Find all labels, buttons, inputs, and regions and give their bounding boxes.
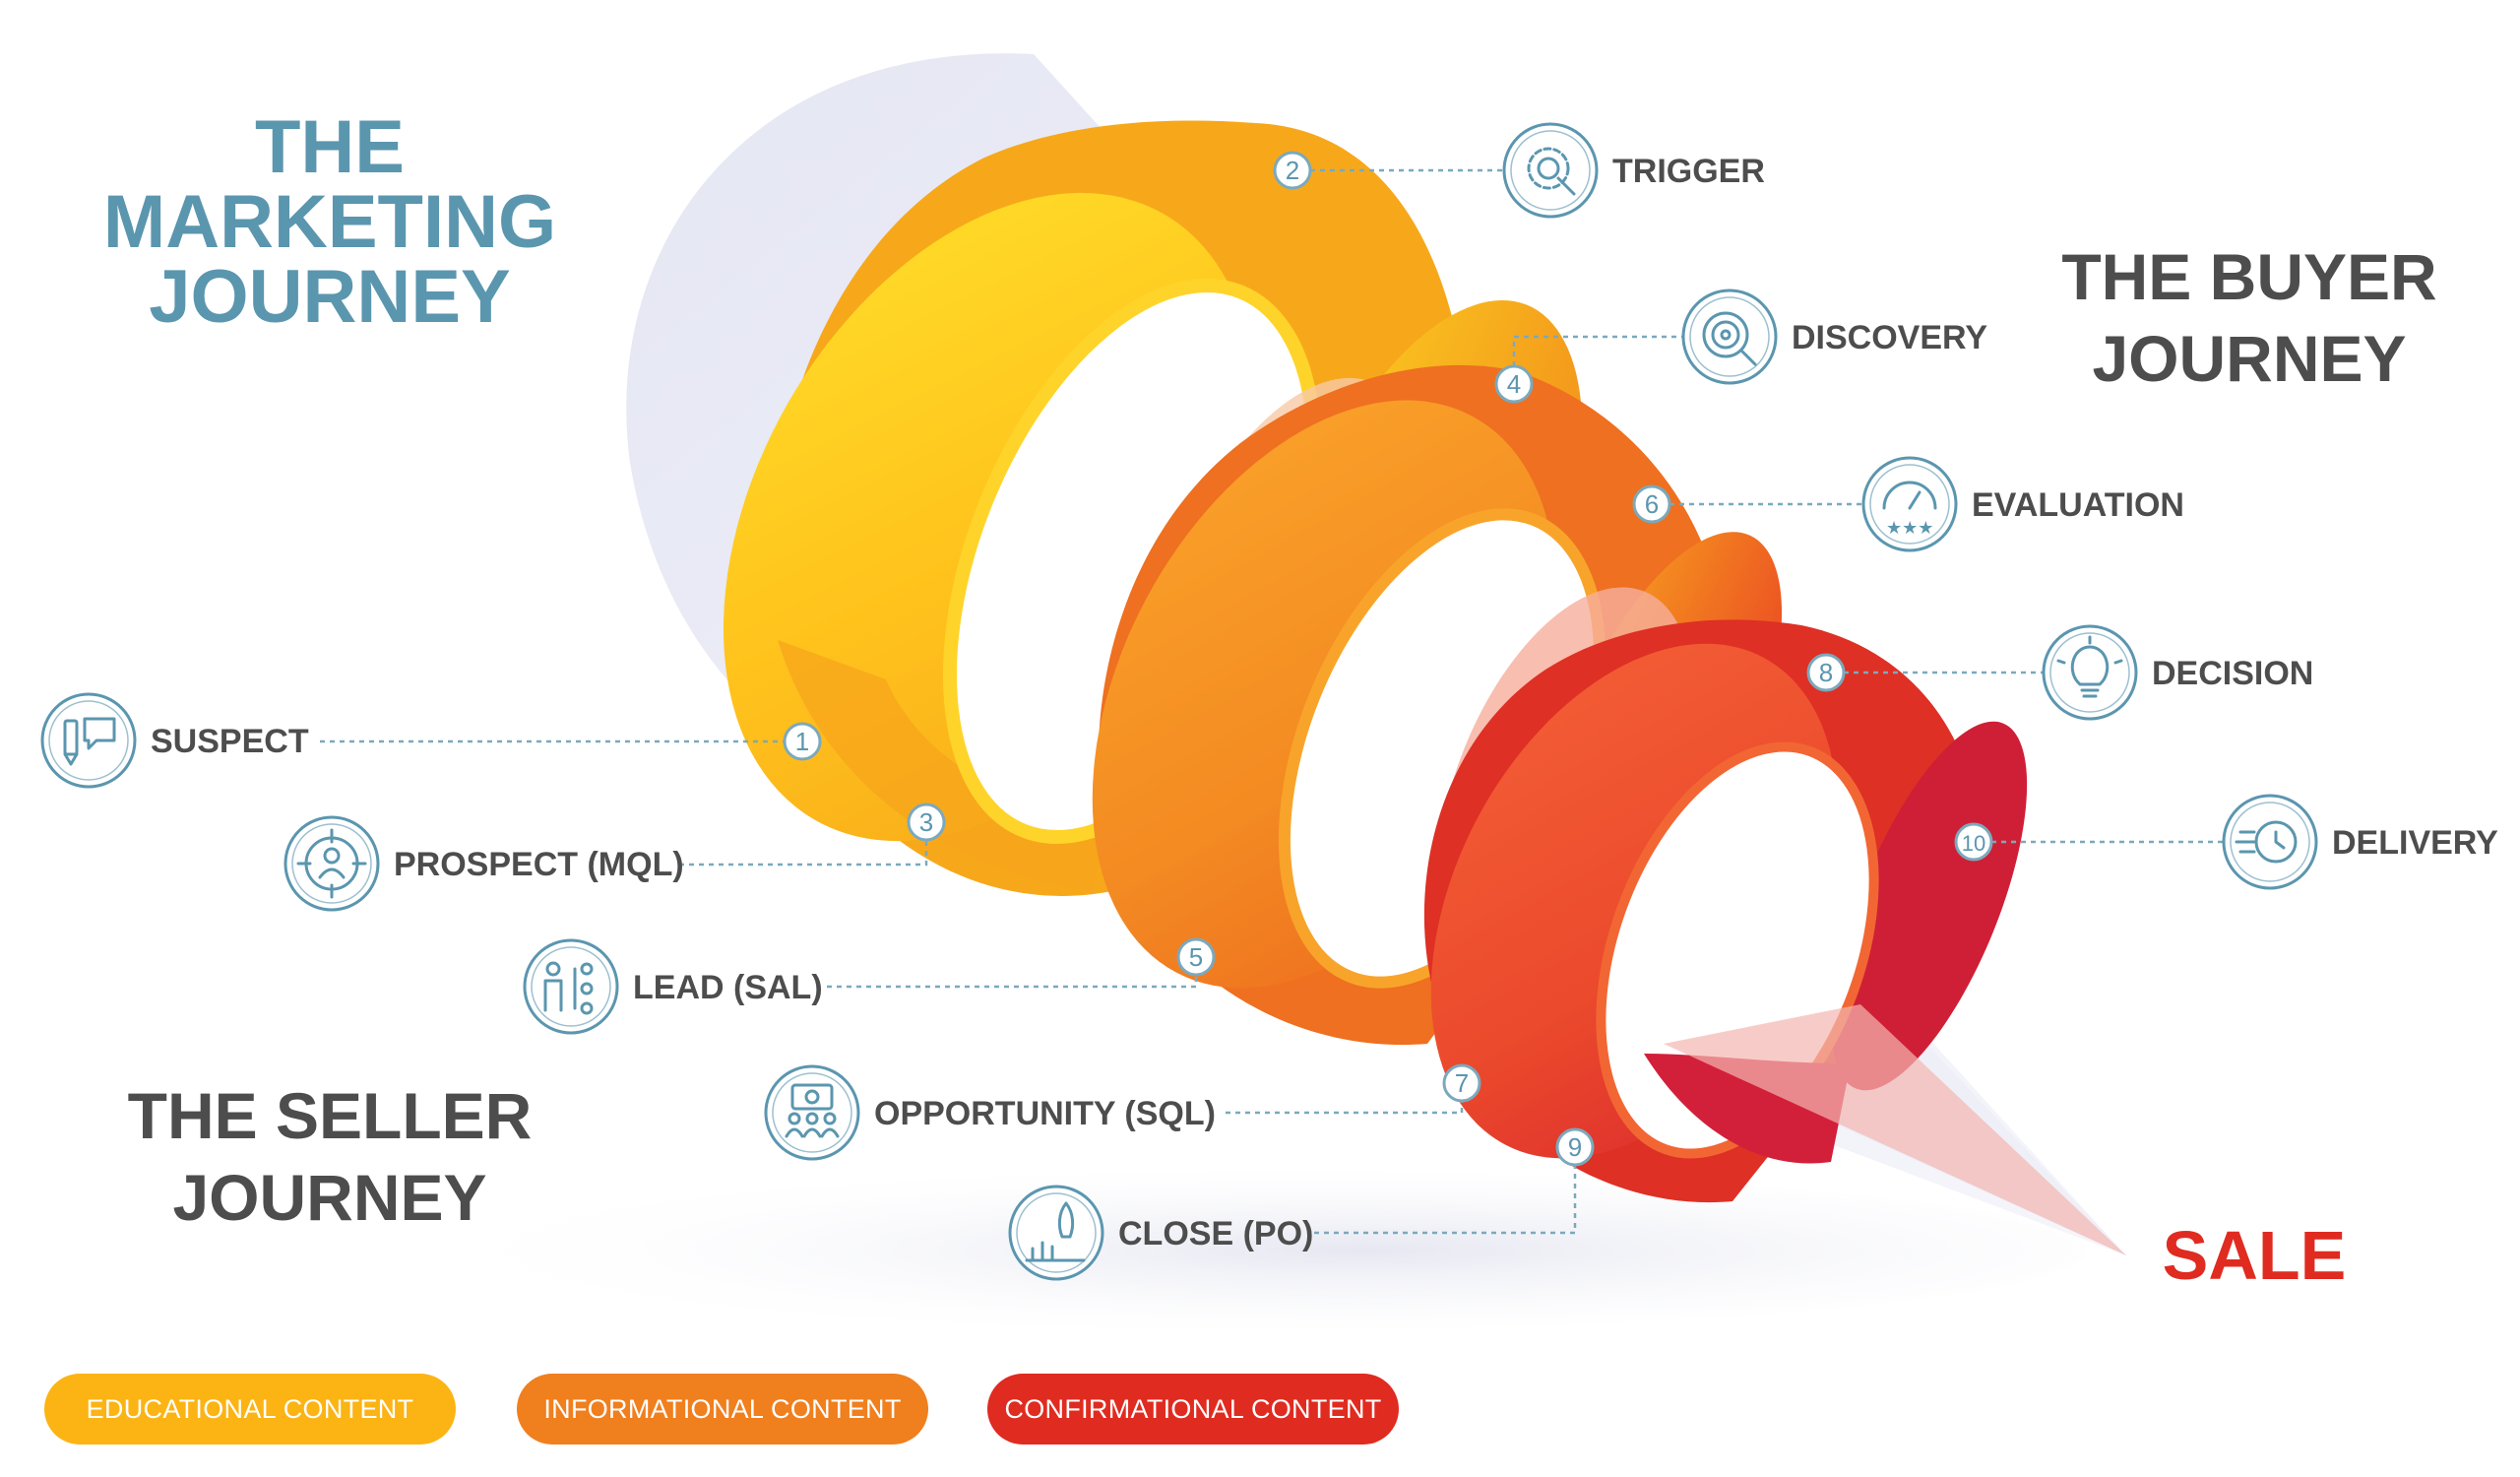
stage-label-8: DECISION: [2152, 655, 2313, 692]
stage-number-3: 3: [919, 807, 933, 837]
stage-label-5: LEAD (SAL): [633, 969, 823, 1006]
team-presentation-icon: [764, 1064, 860, 1161]
stage-badge-1: 1: [783, 722, 822, 761]
connector-5: [827, 975, 1198, 989]
stage-badge-9: 9: [1555, 1127, 1595, 1167]
stage-label-7: OPPORTUNITY (SQL): [874, 1095, 1216, 1132]
lightbulb-icon: [2042, 624, 2138, 721]
marketing-heading-line-1: THE: [255, 105, 405, 189]
svg-text:★★★: ★★★: [1886, 518, 1933, 539]
stage-badge-10: 10: [1954, 822, 1993, 862]
stage-number-4: 4: [1507, 369, 1521, 399]
rocket-chart-icon: [1008, 1185, 1104, 1281]
stage-badge-4: 4: [1494, 364, 1534, 404]
confirmational-ring: [1423, 619, 2126, 1255]
stage-number-5: 5: [1189, 942, 1203, 972]
stage-connectors: [320, 168, 2224, 1235]
buyer-heading-line-1: THE BUYER: [2061, 240, 2437, 313]
legend-informational-content: INFORMATIONAL CONTENT: [517, 1374, 928, 1445]
connector-4: [1512, 335, 1683, 366]
target-magnifier-icon: [1681, 289, 1778, 385]
sale-label: SALE: [2162, 1217, 2347, 1294]
buyer-heading-line-2: JOURNEY: [2092, 321, 2407, 395]
gear-magnifier-icon: [1502, 122, 1599, 219]
marketing-heading-line-2: MARKETING: [102, 180, 557, 264]
stage-number-1: 1: [795, 727, 809, 756]
fast-clock-icon: [2222, 794, 2318, 890]
stage-badge-2: 2: [1273, 151, 1312, 190]
floor-shadow: [472, 1172, 2087, 1329]
seller-heading-line-1: THE SELLER: [127, 1079, 533, 1152]
buyer-journey-heading: THE BUYER JOURNEY: [2043, 236, 2456, 399]
stage-number-2: 2: [1286, 156, 1299, 185]
stage-number-7: 7: [1455, 1068, 1469, 1098]
connector-7: [1226, 1101, 1464, 1115]
stage-label-3: PROSPECT (MQL): [394, 846, 684, 883]
gauge-stars-icon: ★★★: [1861, 456, 1958, 552]
stage-label-1: SUSPECT: [151, 723, 309, 760]
connector-9: [1314, 1165, 1577, 1235]
stage-label-9: CLOSE (PO): [1118, 1215, 1313, 1252]
person-target-icon: [284, 815, 380, 912]
connector-3: [679, 840, 928, 867]
stage-number-10: 10: [1962, 831, 1985, 856]
stage-badge-3: 3: [907, 803, 946, 842]
marketing-heading-line-3: JOURNEY: [149, 255, 511, 339]
stage-label-4: DISCOVERY: [1792, 319, 1987, 356]
person-flowchart-icon: [523, 938, 619, 1035]
marketing-journey-heading: THE MARKETING JOURNEY: [69, 110, 591, 335]
stage-number-8: 8: [1819, 658, 1833, 687]
stage-badge-5: 5: [1176, 937, 1216, 977]
stage-label-2: TRIGGER: [1612, 153, 1765, 190]
stage-label-10: DELIVERY: [2332, 824, 2498, 862]
stage-number-6: 6: [1645, 489, 1659, 519]
stage-number-9: 9: [1568, 1132, 1582, 1162]
stage-badge-8: 8: [1806, 653, 1846, 692]
seller-heading-line-2: JOURNEY: [172, 1160, 487, 1234]
pencil-chat-icon: [40, 692, 137, 789]
stage-badge-7: 7: [1442, 1063, 1481, 1103]
stage-badge-6: 6: [1632, 484, 1671, 524]
legend-educational-content: EDUCATIONAL CONTENT: [44, 1374, 456, 1445]
stage-label-6: EVALUATION: [1972, 486, 2184, 524]
seller-journey-heading: THE SELLER JOURNEY: [108, 1075, 551, 1238]
legend-confirmational-content: CONFIRMATIONAL CONTENT: [987, 1374, 1399, 1445]
